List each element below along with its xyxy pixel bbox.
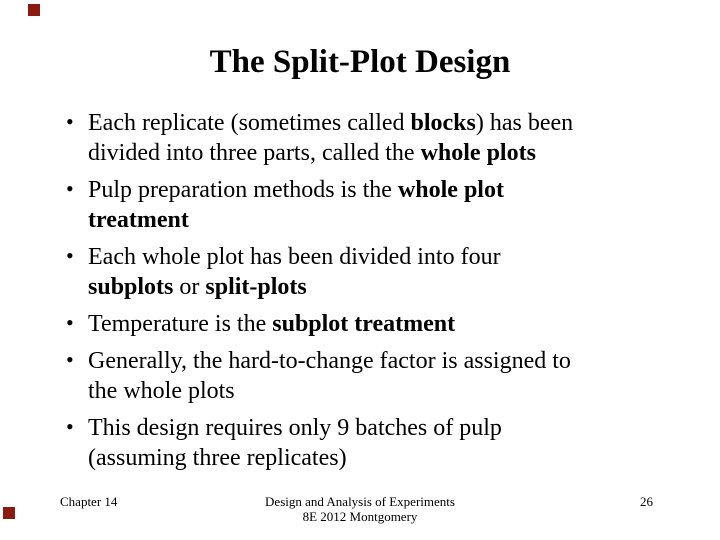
- bullet-text: the whole plots: [88, 378, 235, 404]
- footer-book-line2: 8E 2012 Montgomery: [302, 509, 418, 524]
- bullet-line: Each whole plot has been divided into fo…: [88, 242, 684, 272]
- bullet-line: divided into three parts, called the who…: [88, 138, 684, 168]
- bullet-item: • Temperature is the subplot treatment: [64, 309, 684, 339]
- bullet-text-bold: whole plot: [397, 177, 504, 203]
- bullet-text-bold: subplots: [88, 274, 174, 300]
- bullet-text: (assuming three replicates): [88, 445, 347, 471]
- bullet-text-bold: subplot treatment: [272, 311, 456, 337]
- bullet-text: Generally, the hard-to-change factor is …: [88, 348, 571, 374]
- bullet-dot-icon: •: [66, 310, 74, 335]
- bullet-item: • Pulp preparation methods is the whole p…: [64, 175, 684, 235]
- corner-mark-bottom: [3, 507, 15, 519]
- bullet-dot-icon: •: [66, 176, 74, 201]
- bullet-item: • This design requires only 9 batches of …: [64, 413, 684, 473]
- bullet-line: This design requires only 9 batches of p…: [88, 413, 684, 443]
- bullet-dot-icon: •: [66, 243, 74, 268]
- bullet-text: Each replicate (sometimes called: [88, 110, 411, 136]
- bullet-line: Temperature is the subplot treatment: [88, 309, 684, 339]
- bullet-text: Pulp preparation methods is the: [88, 177, 398, 203]
- bullet-item: • Each replicate (sometimes called blocks…: [64, 108, 684, 168]
- bullet-text: ) has been: [475, 110, 574, 136]
- bullet-item: • Each whole plot has been divided into f…: [64, 242, 684, 302]
- bullet-dot-icon: •: [66, 109, 74, 134]
- bullet-line: subplots or split-plots: [88, 272, 684, 302]
- bullet-list: • Each replicate (sometimes called blocks…: [64, 108, 684, 480]
- bullet-line: treatment: [88, 205, 684, 235]
- bullet-line: Pulp preparation methods is the whole pl…: [88, 175, 684, 205]
- bullet-line: (assuming three replicates): [88, 443, 684, 473]
- bullet-dot-icon: •: [66, 347, 74, 372]
- bullet-text: Temperature is the: [88, 311, 273, 337]
- bullet-dot-icon: •: [66, 414, 74, 439]
- bullet-line: Generally, the hard-to-change factor is …: [88, 346, 684, 376]
- footer-book-title: Design and Analysis of Experiments 8E 20…: [0, 494, 720, 524]
- bullet-item: • Generally, the hard-to-change factor is…: [64, 346, 684, 406]
- bullet-text-bold: treatment: [88, 207, 189, 233]
- bullet-text-bold: whole plots: [420, 140, 536, 166]
- footer-book-line1: Design and Analysis of Experiments: [265, 494, 455, 509]
- bullet-line: the whole plots: [88, 376, 684, 406]
- bullet-text: Each whole plot has been divided into fo…: [88, 244, 501, 270]
- bullet-text-bold: blocks: [410, 110, 476, 136]
- footer-page-number: 26: [640, 494, 653, 509]
- bullet-text: or: [173, 274, 206, 300]
- footer-chapter: Chapter 14: [60, 494, 118, 509]
- bullet-text-bold: split-plots: [205, 274, 307, 300]
- bullet-text: divided into three parts, called the: [88, 140, 421, 166]
- bullet-line: Each replicate (sometimes called blocks)…: [88, 108, 684, 138]
- slide-title: The Split-Plot Design: [209, 44, 511, 80]
- corner-mark-top: [28, 4, 40, 16]
- bullet-text: This design requires only 9 batches of p…: [88, 415, 502, 441]
